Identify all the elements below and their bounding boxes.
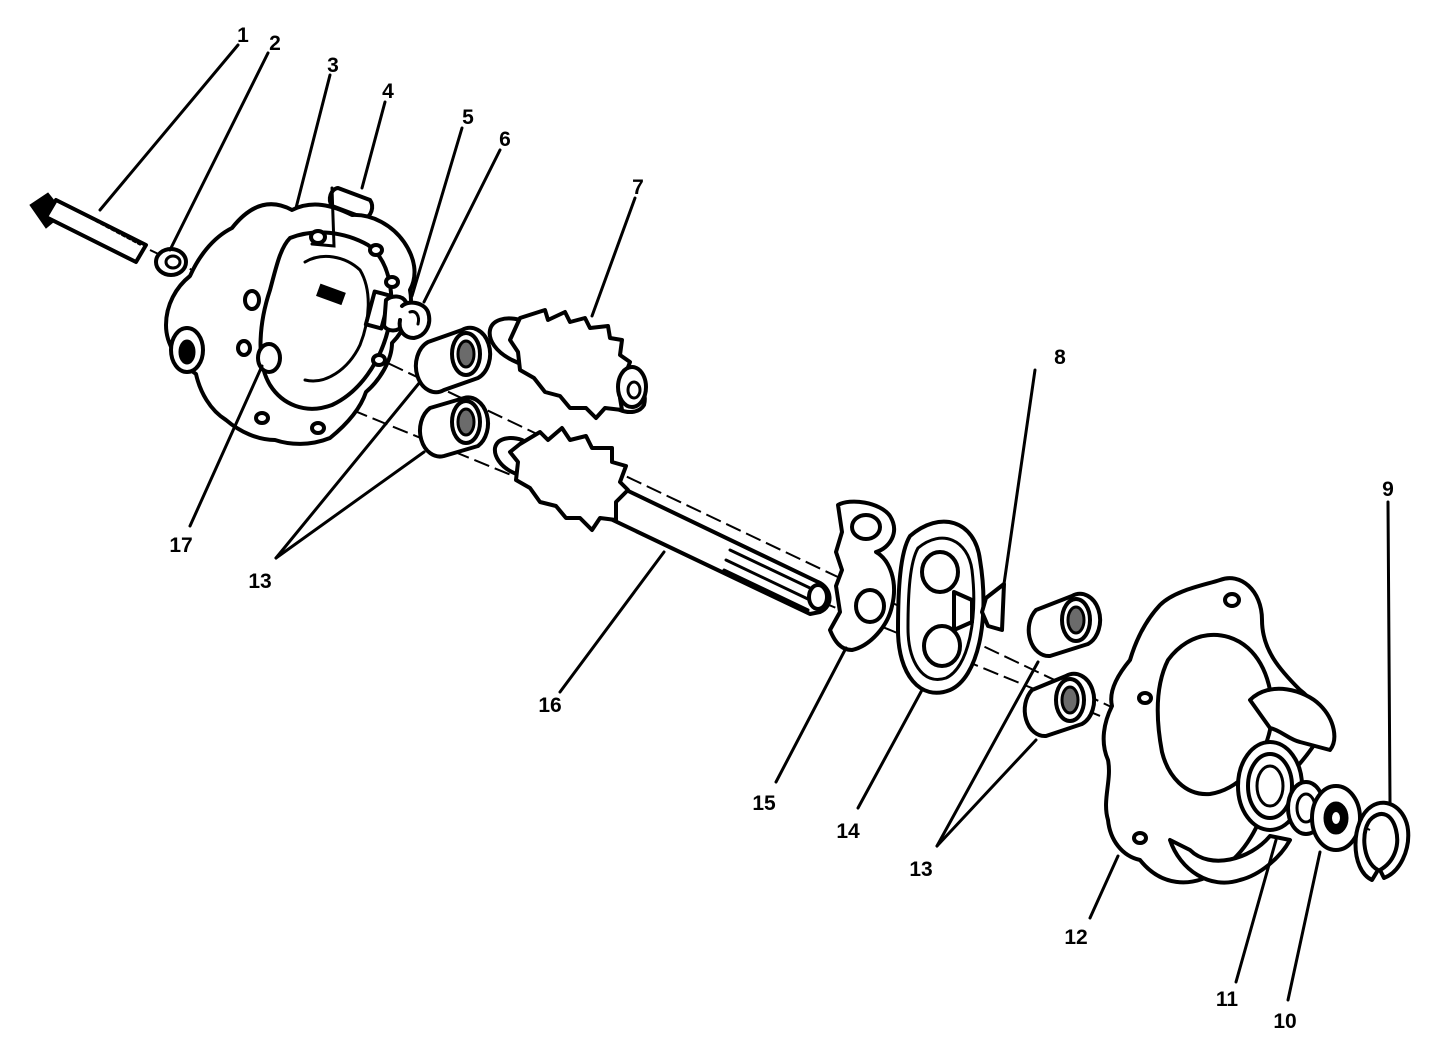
callout-10: 10	[1273, 1010, 1296, 1033]
part-small-seal	[980, 582, 1006, 632]
part-cap-screw	[29, 192, 148, 264]
part-retaining-ring	[1353, 800, 1411, 882]
callout-12: 12	[1064, 926, 1087, 949]
callout-1: 1	[237, 24, 249, 47]
part-washer	[154, 247, 188, 277]
callout-6: 6	[499, 128, 511, 151]
part-o-ring	[256, 342, 282, 374]
callout-13-lower: 13	[909, 858, 932, 881]
callout-5: 5	[462, 106, 474, 129]
part-idler-gear	[487, 308, 648, 420]
part-spacer	[1310, 784, 1362, 852]
part-drive-gear-shaft	[492, 426, 832, 616]
callout-3: 3	[327, 54, 339, 77]
part-seal-plate	[896, 519, 986, 695]
part-bearing-upper-2	[418, 395, 490, 459]
callout-17: 17	[169, 534, 192, 557]
callout-15: 15	[752, 792, 776, 815]
part-front-housing	[1101, 576, 1337, 885]
callout-13-upper: 13	[248, 570, 271, 593]
callout-9: 9	[1382, 478, 1394, 501]
callout-16: 16	[538, 694, 561, 717]
part-gasket	[828, 499, 897, 652]
callout-11: 11	[1216, 988, 1239, 1011]
callout-4: 4	[382, 80, 394, 103]
part-pump-body	[164, 202, 432, 446]
callout-2: 2	[269, 32, 281, 55]
callout-7: 7	[632, 176, 644, 199]
part-bearing-lower-2	[1022, 671, 1097, 739]
leader-lines	[98, 43, 1392, 1002]
part-bearing-upper-1	[413, 325, 493, 395]
part-bearing-lower-1	[1026, 591, 1103, 659]
callout-labels: 1 2 3 4 5 6 7 8 9 10 11 12 13 14 15 16 1…	[169, 24, 1394, 1033]
callout-14: 14	[836, 820, 860, 843]
callout-8: 8	[1054, 346, 1066, 369]
